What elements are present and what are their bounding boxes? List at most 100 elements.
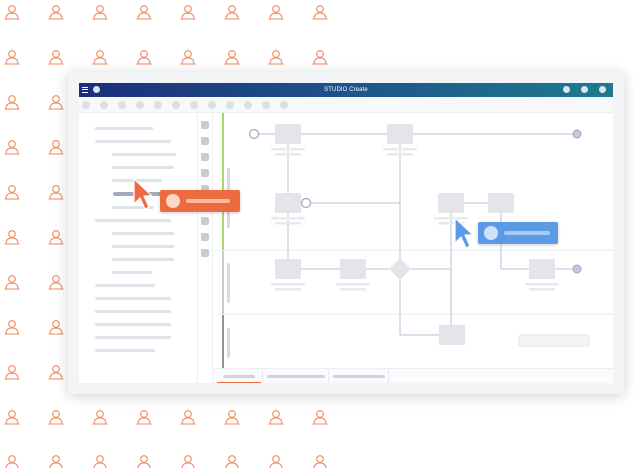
- tool-button[interactable]: [190, 101, 198, 109]
- tree-item[interactable]: [95, 219, 171, 222]
- window-dot-icon[interactable]: [581, 86, 588, 93]
- user-icon: [48, 320, 64, 335]
- tree-item[interactable]: [112, 258, 174, 261]
- tree-item[interactable]: [95, 336, 171, 339]
- task-node[interactable]: [275, 259, 301, 279]
- task-node[interactable]: [275, 193, 301, 213]
- user-icon: [180, 50, 196, 65]
- node-caption: [434, 217, 468, 220]
- task-node[interactable]: [438, 193, 464, 213]
- end-event[interactable]: [572, 264, 582, 274]
- tree-item[interactable]: [95, 310, 171, 313]
- tree-item[interactable]: [95, 127, 153, 130]
- palette-shape-button[interactable]: [201, 217, 209, 225]
- tree-item[interactable]: [95, 323, 171, 326]
- user-icon: [224, 5, 240, 20]
- user-icon: [92, 5, 108, 20]
- task-node[interactable]: [387, 124, 413, 144]
- user-icon: [92, 410, 108, 425]
- node-caption: [275, 288, 301, 291]
- user-icon: [48, 50, 64, 65]
- node-caption: [275, 153, 301, 156]
- avatar: [484, 226, 498, 240]
- swimlane-header[interactable]: [213, 251, 223, 314]
- window-dot-icon[interactable]: [599, 86, 606, 93]
- user-icon: [136, 410, 152, 425]
- gateway-diamond[interactable]: [389, 258, 411, 280]
- node-caption: [525, 283, 559, 286]
- palette-shape-button[interactable]: [201, 249, 209, 257]
- menu-icon[interactable]: [82, 87, 88, 93]
- user-icon: [312, 50, 328, 65]
- tool-button[interactable]: [262, 101, 270, 109]
- palette-shape-button[interactable]: [201, 233, 209, 241]
- task-node[interactable]: [529, 259, 555, 279]
- user-icon: [4, 365, 20, 380]
- user-icon: [136, 5, 152, 20]
- swimlane-header[interactable]: [213, 315, 223, 368]
- collaborator-badge-blue: [478, 222, 558, 244]
- tree-item[interactable]: [112, 271, 152, 274]
- tool-button[interactable]: [208, 101, 216, 109]
- zoom-control[interactable]: [518, 334, 590, 347]
- diagram-tab[interactable]: [329, 369, 387, 383]
- tool-button[interactable]: [82, 101, 90, 109]
- tool-button[interactable]: [280, 101, 288, 109]
- intermediate-event[interactable]: [300, 197, 312, 209]
- user-icon: [269, 455, 283, 468]
- tool-button[interactable]: [172, 101, 180, 109]
- tree-item[interactable]: [112, 232, 174, 235]
- palette-shape-button[interactable]: [201, 185, 209, 193]
- task-node[interactable]: [340, 259, 366, 279]
- diagram-tab-bar: [213, 368, 613, 383]
- node-caption: [271, 148, 305, 151]
- tree-item[interactable]: [112, 179, 162, 182]
- tree-item[interactable]: [95, 297, 171, 300]
- user-icon: [48, 230, 64, 245]
- tree-item[interactable]: [112, 153, 176, 156]
- tree-item[interactable]: [112, 166, 174, 169]
- palette-shape-button[interactable]: [201, 169, 209, 177]
- window-dot-icon[interactable]: [93, 86, 100, 93]
- tree-item[interactable]: [112, 206, 154, 209]
- tool-button[interactable]: [154, 101, 162, 109]
- node-caption: [383, 148, 417, 151]
- palette-shape-button[interactable]: [201, 153, 209, 161]
- tool-button[interactable]: [100, 101, 108, 109]
- collaborator-name: [504, 231, 550, 235]
- user-icon: [4, 140, 20, 155]
- diagram-tab-active[interactable]: [217, 369, 261, 383]
- user-icon: [180, 5, 196, 20]
- avatar: [166, 194, 180, 208]
- palette-shape-button[interactable]: [201, 121, 209, 129]
- tree-item[interactable]: [112, 245, 174, 248]
- user-icon: [224, 410, 240, 425]
- task-node[interactable]: [275, 124, 301, 144]
- user-icon: [181, 455, 195, 468]
- user-icon: [4, 275, 20, 290]
- diagram-tab[interactable]: [263, 369, 327, 383]
- start-event[interactable]: [248, 128, 260, 140]
- end-event[interactable]: [572, 129, 582, 139]
- tree-item[interactable]: [95, 349, 155, 352]
- user-icon: [4, 185, 20, 200]
- tool-button[interactable]: [226, 101, 234, 109]
- user-icon: [4, 230, 20, 245]
- user-icon: [5, 455, 19, 468]
- node-caption: [271, 217, 305, 220]
- user-icon: [48, 95, 64, 110]
- tool-button[interactable]: [118, 101, 126, 109]
- user-icon: [49, 455, 63, 468]
- node-caption: [336, 283, 370, 286]
- tool-button[interactable]: [136, 101, 144, 109]
- tool-button[interactable]: [244, 101, 252, 109]
- tree-item[interactable]: [95, 140, 171, 143]
- task-node[interactable]: [439, 325, 465, 345]
- palette-shape-button[interactable]: [201, 137, 209, 145]
- window-dot-icon[interactable]: [563, 86, 570, 93]
- tree-item[interactable]: [95, 284, 155, 287]
- node-caption: [529, 288, 555, 291]
- task-node[interactable]: [488, 193, 514, 213]
- swimlane-header[interactable]: [213, 113, 223, 250]
- arrow-cursor-icon: [133, 178, 153, 210]
